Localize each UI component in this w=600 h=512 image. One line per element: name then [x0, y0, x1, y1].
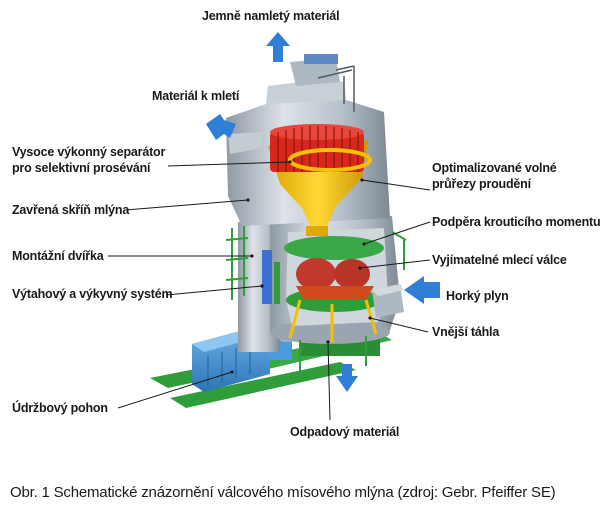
arrow-reject-out [336, 364, 358, 392]
label-rollers: Vyjímatelné mlecí válce [432, 253, 567, 267]
label-service-door: Montážní dvířka [12, 249, 104, 263]
arrow-fine-material-out [266, 32, 290, 62]
mill-body [238, 216, 400, 352]
label-tie-rods: Vnější táhla [432, 325, 500, 339]
arrow-feed-in [206, 114, 236, 140]
label-separator: Vysoce výkonný separátor pro selektivní … [12, 145, 166, 175]
label-fine-material: Jemně namletý materiál [202, 9, 340, 23]
figure-caption: Obr. 1 Schematické znázornění válcového … [10, 484, 556, 501]
label-housing: Zavřená skříň mlýna [12, 203, 130, 217]
label-maintenance-drive: Údržbový pohon [12, 401, 108, 415]
label-torque-support: Podpěra krouticího momentu [432, 215, 600, 229]
label-optimized-flow: Optimalizované volné průřezy proudění [432, 161, 557, 191]
arrow-hot-gas-in [404, 276, 440, 304]
label-feed-material: Materiál k mletí [152, 89, 240, 103]
leader-lines [108, 160, 431, 421]
label-reject-material: Odpadový materiál [290, 425, 400, 439]
platforms [225, 226, 407, 372]
separator-rotor [270, 124, 364, 172]
label-lift-system: Výtahový a výkyvný systém [12, 287, 173, 301]
mill-diagram [108, 32, 440, 421]
hot-gas-duct [372, 284, 404, 318]
label-hot-gas: Horký plyn [446, 289, 509, 303]
separator-housing [226, 54, 390, 236]
